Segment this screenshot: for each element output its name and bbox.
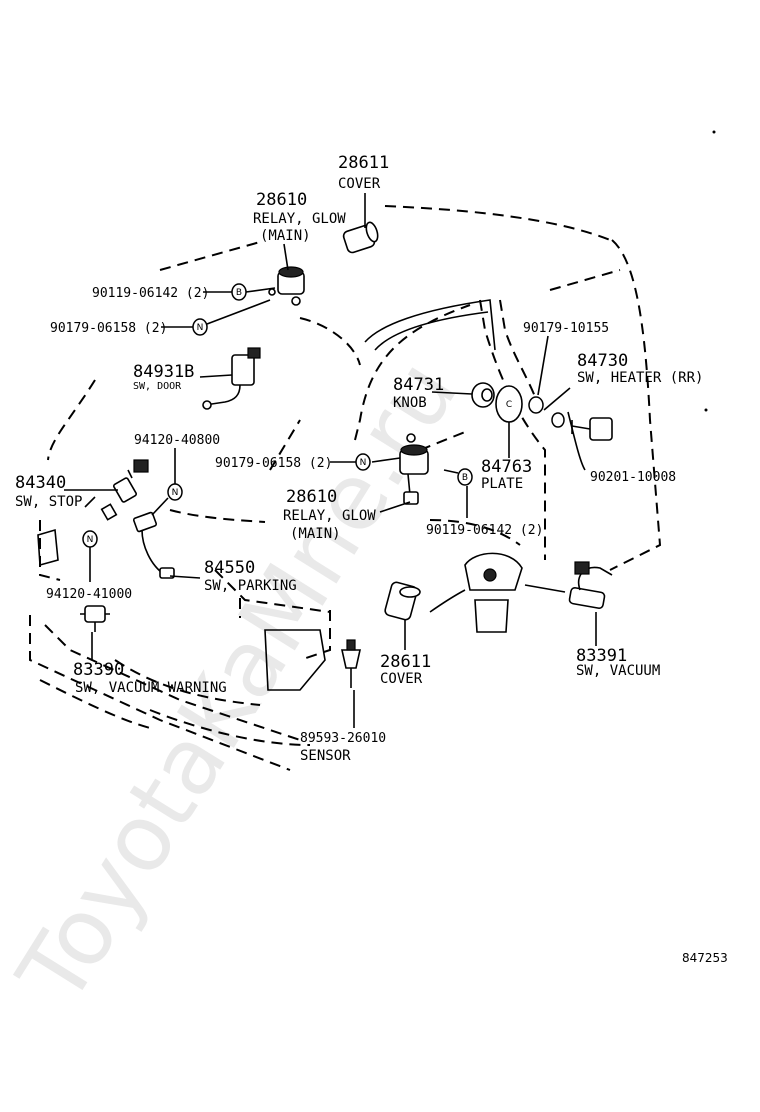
stray-dot [712, 130, 716, 134]
part-number: 28610 [256, 190, 307, 210]
cover-mid-component [384, 581, 421, 621]
part-name: SW, STOP [15, 494, 82, 510]
sw-door-component [202, 347, 261, 410]
part-number: 28611 [380, 652, 431, 672]
callout-relay-top: 28610 RELAY, GLOW (MAIN) [253, 190, 346, 244]
bubble-n-41000: N [82, 530, 98, 548]
callout-sw-heater: 84730 SW, HEATER (RR) [577, 351, 703, 386]
bubble-b-mid: B [457, 468, 473, 486]
sw-vacuum-warning-component [80, 605, 110, 632]
svg-text:B: B [462, 473, 468, 483]
bubble-n-top: N [192, 318, 208, 336]
part-name: SW, DOOR [133, 381, 182, 392]
part-number: 83390 [73, 660, 124, 680]
svg-text:N: N [360, 458, 367, 468]
callout-plate: 84763 PLATE [481, 457, 532, 492]
callout-90119-06142-mid: 90119-06142 (2) [426, 523, 543, 538]
part-name: RELAY, GLOW [283, 508, 376, 524]
part-number: 83391 [576, 646, 627, 666]
svg-text:C: C [506, 400, 512, 410]
callout-90201-10008: 90201-10008 [590, 470, 676, 485]
part-number: 84931B [133, 362, 194, 382]
part-sub: (MAIN) [260, 228, 311, 244]
figure-code: 847253 [682, 951, 728, 965]
callout-90119-06142-top: 90119-06142 (2) [92, 286, 209, 301]
bubble-b-top: B [231, 283, 247, 301]
bubble-n-40800: N [167, 483, 183, 501]
callout-sw-vacuum-warning: 83390 SW, VACUUM WARNING [73, 660, 227, 696]
part-name: SW, HEATER (RR) [577, 370, 703, 386]
callout-sensor: 89593-26010 SENSOR [300, 731, 386, 764]
part-name: KNOB [393, 395, 427, 411]
part-name: COVER [380, 671, 423, 687]
sw-parking-component [132, 511, 175, 579]
part-number: 28610 [286, 487, 337, 507]
callout-sw-stop: 84340 SW, STOP [15, 473, 82, 510]
part-name: SENSOR [300, 748, 351, 764]
part-number: 84340 [15, 473, 66, 493]
vehicle-trim-lines [37, 299, 496, 691]
callout-sw-vacuum: 83391 SW, VACUUM [576, 646, 660, 679]
part-name: SW, VACUUM WARNING [75, 680, 227, 696]
bubble-c-plate: C [506, 400, 512, 410]
leader-lines [64, 193, 597, 728]
part-number: 84730 [577, 351, 628, 371]
callout-relay-mid: 28610 RELAY, GLOW (MAIN) [283, 487, 376, 542]
part-number: 84763 [481, 457, 532, 477]
callout-knob: 84731 KNOB [393, 375, 444, 411]
vacuum-pump-component [464, 552, 523, 633]
part-name: RELAY, GLOW [253, 211, 346, 227]
knob-component [471, 382, 495, 408]
cover-top-component [342, 221, 379, 254]
sensor-component [341, 639, 361, 688]
svg-text:N: N [197, 323, 204, 333]
bubble-n-mid: N [355, 453, 371, 471]
callout-90179-06158-top: 90179-06158 (2) [50, 321, 167, 336]
part-number: 28611 [338, 153, 389, 173]
part-number: 84731 [393, 375, 444, 395]
part-number: 89593-26010 [300, 731, 386, 746]
relay-mid-component [399, 433, 429, 505]
stray-dot [704, 408, 708, 412]
sw-vacuum-component [568, 561, 613, 609]
sw-heater-component [571, 417, 613, 441]
callout-94120-41000: 94120-41000 [46, 587, 132, 602]
nut-90179-10155-shape [528, 396, 544, 414]
sw-stop-component [100, 459, 149, 521]
callout-sw-door: 84931B SW, DOOR [133, 362, 194, 392]
callout-94120-40800: 94120-40800 [134, 433, 220, 448]
part-name: SW, PARKING [204, 578, 297, 594]
svg-text:N: N [172, 488, 179, 498]
part-sub: (MAIN) [290, 526, 341, 542]
callout-sw-parking: 84550 SW, PARKING [204, 558, 297, 594]
screw-90201-shape [551, 412, 565, 428]
part-number: 84550 [204, 558, 255, 578]
vehicle-body-outline [29, 205, 662, 771]
symbol-bubbles: B N N N N B C [82, 283, 565, 548]
svg-text:B: B [236, 288, 242, 298]
callout-90179-10155: 90179-10155 [523, 321, 609, 336]
part-name: COVER [338, 176, 381, 192]
svg-text:N: N [87, 535, 94, 545]
callout-cover-top: 28611 COVER [338, 153, 389, 192]
callout-cover-mid: 28611 COVER [380, 652, 431, 687]
callout-90179-06158-mid: 90179-06158 (2) [215, 456, 332, 471]
part-name: PLATE [481, 476, 523, 492]
relay-top-component [268, 266, 305, 306]
part-name: SW, VACUUM [576, 663, 660, 679]
